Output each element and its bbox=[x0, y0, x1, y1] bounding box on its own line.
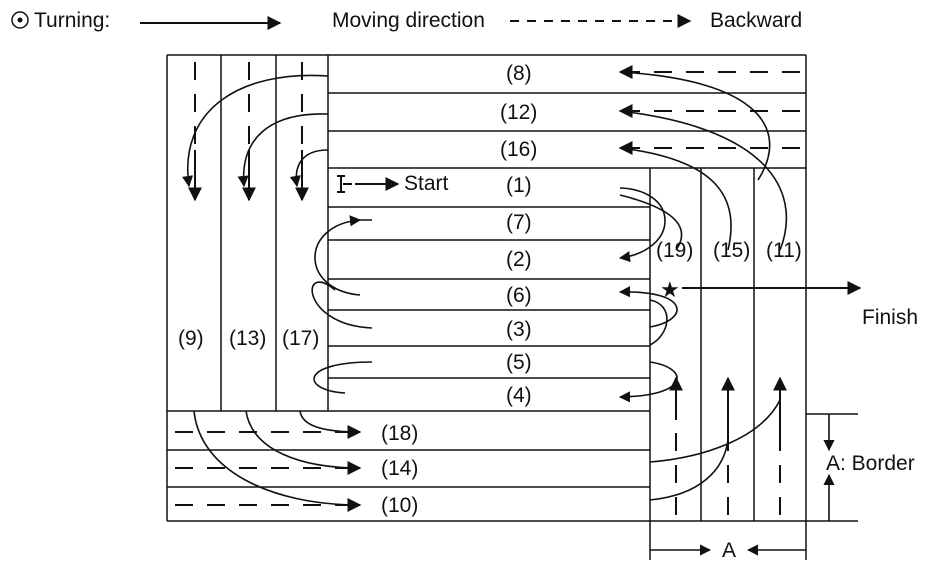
legend-moving-label: Moving direction bbox=[332, 9, 485, 32]
pass-label-3: (3) bbox=[506, 318, 532, 341]
pass-label-17: (17) bbox=[282, 327, 319, 350]
pass-label-1: (1) bbox=[506, 174, 532, 197]
pass-label-14: (14) bbox=[381, 457, 418, 480]
circled-dot-icon bbox=[11, 11, 29, 29]
pass-label-5: (5) bbox=[506, 351, 532, 374]
start-marker: Start bbox=[337, 172, 449, 195]
pass-label-6: (6) bbox=[506, 284, 532, 307]
dimension-label: A bbox=[722, 539, 736, 562]
legend-turning-label: Turning: bbox=[34, 9, 110, 32]
pass-label-4: (4) bbox=[506, 384, 532, 407]
legend: Turning: Moving direction Backward bbox=[11, 9, 802, 32]
border-dimension bbox=[650, 413, 858, 556]
pass-label-12: (12) bbox=[500, 101, 537, 124]
finish-label: Finish bbox=[862, 306, 918, 329]
pass-label-8: (8) bbox=[506, 62, 532, 85]
pass-label-16: (16) bbox=[500, 138, 537, 161]
pass-labels: (8) (12) (16) (1) (7) (2) (6) (3) (5) (4… bbox=[178, 62, 802, 517]
turning-curves bbox=[182, 71, 788, 506]
pass-label-15: (15) bbox=[713, 239, 750, 262]
field-grid bbox=[166, 54, 807, 560]
pass-label-19: (19) bbox=[656, 239, 693, 262]
border-label: A: Border bbox=[826, 452, 915, 475]
pass-label-2: (2) bbox=[506, 248, 532, 271]
finish-marker: ★ Finish bbox=[660, 277, 918, 329]
pass-label-13: (13) bbox=[229, 327, 266, 350]
start-label: Start bbox=[404, 172, 449, 195]
start-icon bbox=[337, 175, 352, 193]
star-icon: ★ bbox=[660, 277, 680, 302]
pass-label-18: (18) bbox=[381, 422, 418, 445]
legend-backward-label: Backward bbox=[710, 9, 802, 32]
pass-label-9: (9) bbox=[178, 327, 204, 350]
pass-label-11: (11) bbox=[766, 239, 802, 262]
pass-label-7: (7) bbox=[506, 211, 532, 234]
pass-label-10: (10) bbox=[381, 494, 418, 517]
moving-arrows bbox=[188, 150, 862, 440]
